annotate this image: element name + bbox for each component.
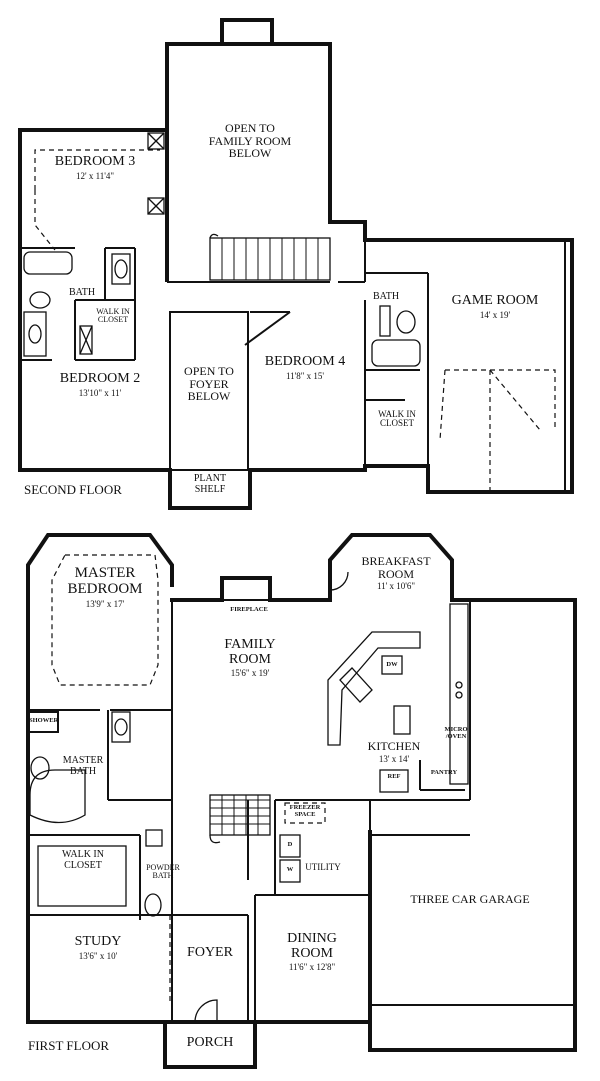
utility-label: UTILITY — [305, 862, 341, 872]
first-floor-stairs — [209, 794, 271, 844]
dining-room-line-2: ROOM — [290, 945, 333, 961]
walk-in-line-1: WALK IN — [62, 849, 104, 860]
bedroom-2-label: BEDROOM 2 13'10" x 11' — [40, 371, 160, 398]
master-bedroom-line-2: BEDROOM — [67, 580, 143, 597]
kitchen-name: KITCHEN — [367, 739, 421, 753]
bath-left-label: BATH — [68, 287, 96, 298]
second-floor-fixtures — [23, 132, 421, 367]
breakfast-room-line-1: BREAKFAST — [361, 554, 431, 568]
dining-room-dim: 11'6" x 12'8" — [288, 962, 336, 973]
master-bedroom-label: MASTER BEDROOM 13'9" x 17' — [55, 565, 155, 609]
study-name: STUDY — [74, 934, 122, 949]
bedroom-2-name: BEDROOM 2 — [59, 371, 141, 386]
walk-in-line-2: CLOSET — [64, 859, 102, 871]
pantry-label: PANTRY — [430, 769, 458, 776]
walk-in-left-line-2: CLOSET — [97, 315, 129, 325]
bedroom-3-dim: 12' x 11'4" — [75, 170, 115, 181]
game-room-label: GAME ROOM 14' x 19' — [435, 293, 555, 320]
freezer-space-label: FREEZER SPACE — [285, 804, 325, 819]
open-foyer-line-2: FOYER — [189, 376, 229, 391]
walk-in-closet-label: WALK IN CLOSET — [50, 849, 116, 871]
walk-in-right-line-2: CLOSET — [379, 418, 414, 429]
first-floor-walls — [26, 533, 577, 1069]
family-room-line-2: ROOM — [228, 651, 271, 667]
open-family-line-2: FAMILY ROOM — [208, 133, 292, 148]
kitchen-dim: 13' x 14' — [378, 753, 410, 764]
bedroom-4-dim: 11'8" x 15' — [285, 370, 325, 381]
micro-oven-line-2: /OVEN — [445, 732, 467, 740]
second-floor-walls — [18, 18, 574, 510]
breakfast-room-label: BREAKFAST ROOM 11' x 10'6" — [348, 555, 444, 592]
second-floor-dashed-lines — [34, 149, 556, 490]
walk-in-closet-right-label: WALK IN CLOSET — [368, 409, 426, 429]
open-to-foyer-label: OPEN TO FOYER BELOW — [172, 365, 246, 403]
powder-bath-line-1: POWDER — [146, 863, 180, 872]
game-room-name: GAME ROOM — [451, 293, 539, 308]
master-bedroom-dim: 13'9" x 17' — [85, 598, 125, 609]
first-floor-fixtures — [29, 571, 469, 1023]
family-room-dim: 15'6" x 19' — [230, 668, 270, 679]
family-room-line-1: FAMILY — [224, 637, 276, 652]
micro-oven-line-1: MICRO — [444, 726, 468, 733]
family-room-label: FAMILY ROOM 15'6" x 19' — [200, 637, 300, 679]
plant-shelf-line-1: PLANT — [193, 473, 227, 484]
fireplace-label: FIREPLACE — [230, 606, 268, 613]
open-foyer-line-1: OPEN TO — [184, 364, 234, 378]
dining-room-line-1: DINING — [287, 931, 337, 946]
open-to-family-room-label: OPEN TO FAMILY ROOM BELOW — [200, 122, 300, 160]
open-family-line-3: BELOW — [228, 146, 272, 161]
walk-in-right-line-1: WALK IN — [378, 409, 416, 419]
first-floor-title: FIRST FLOOR — [28, 1038, 110, 1053]
breakfast-room-dim: 11' x 10'6" — [376, 581, 416, 592]
bath-right-label: BATH — [372, 291, 400, 302]
plant-shelf-line-2: SHELF — [194, 483, 226, 495]
master-bath-label: MASTER BATH — [58, 755, 108, 777]
bedroom-3-name: BEDROOM 3 — [54, 154, 136, 169]
open-family-line-1: OPEN TO — [225, 121, 275, 135]
bedroom-3-label: BEDROOM 3 12' x 11'4" — [40, 154, 150, 181]
foyer-label: FOYER — [187, 945, 233, 960]
study-label: STUDY 13'6" x 10' — [48, 934, 148, 961]
first-floor-dashed-lines — [51, 554, 249, 1005]
garage-label: THREE CAR GARAGE — [410, 892, 530, 906]
bedroom-4-label: BEDROOM 4 11'8" x 15' — [255, 354, 355, 381]
study-dim: 13'6" x 10' — [78, 950, 118, 961]
open-foyer-line-3: BELOW — [187, 389, 231, 404]
dining-room-label: DINING ROOM 11'6" x 12'8" — [262, 931, 362, 973]
master-bath-line-2: BATH — [69, 765, 97, 777]
powder-bath-line-2: BATH — [152, 871, 174, 881]
kitchen-label: KITCHEN 13' x 14' — [352, 740, 436, 764]
freezer-line-1: FREEZER — [289, 804, 321, 811]
bedroom-4-name: BEDROOM 4 — [264, 354, 346, 369]
bedroom-2-dim: 13'10" x 11' — [78, 387, 122, 398]
second-floor-title: SECOND FLOOR — [24, 482, 122, 497]
walk-in-left-line-1: WALK IN — [96, 307, 130, 316]
master-bedroom-line-1: MASTER — [74, 565, 136, 581]
washer-label: W — [286, 866, 294, 873]
breakfast-room-line-2: ROOM — [377, 566, 414, 581]
ref-label: REF — [387, 773, 401, 780]
dryer-label: D — [287, 841, 293, 848]
walk-in-closet-left-label: WALK IN CLOSET — [88, 307, 138, 325]
micro-oven-label: MICRO /OVEN — [440, 726, 472, 741]
freezer-line-2: SPACE — [294, 810, 316, 818]
porch-label: PORCH — [186, 1035, 234, 1050]
powder-bath-label: POWDER BATH — [141, 863, 185, 881]
shower-label: SHOWER — [29, 717, 59, 724]
second-floor-stairs — [209, 233, 331, 281]
plant-shelf-label: PLANT SHELF — [175, 473, 245, 495]
master-bath-line-1: MASTER — [62, 755, 104, 766]
game-room-dim: 14' x 19' — [479, 309, 511, 320]
dishwasher-label: DW — [386, 661, 398, 668]
